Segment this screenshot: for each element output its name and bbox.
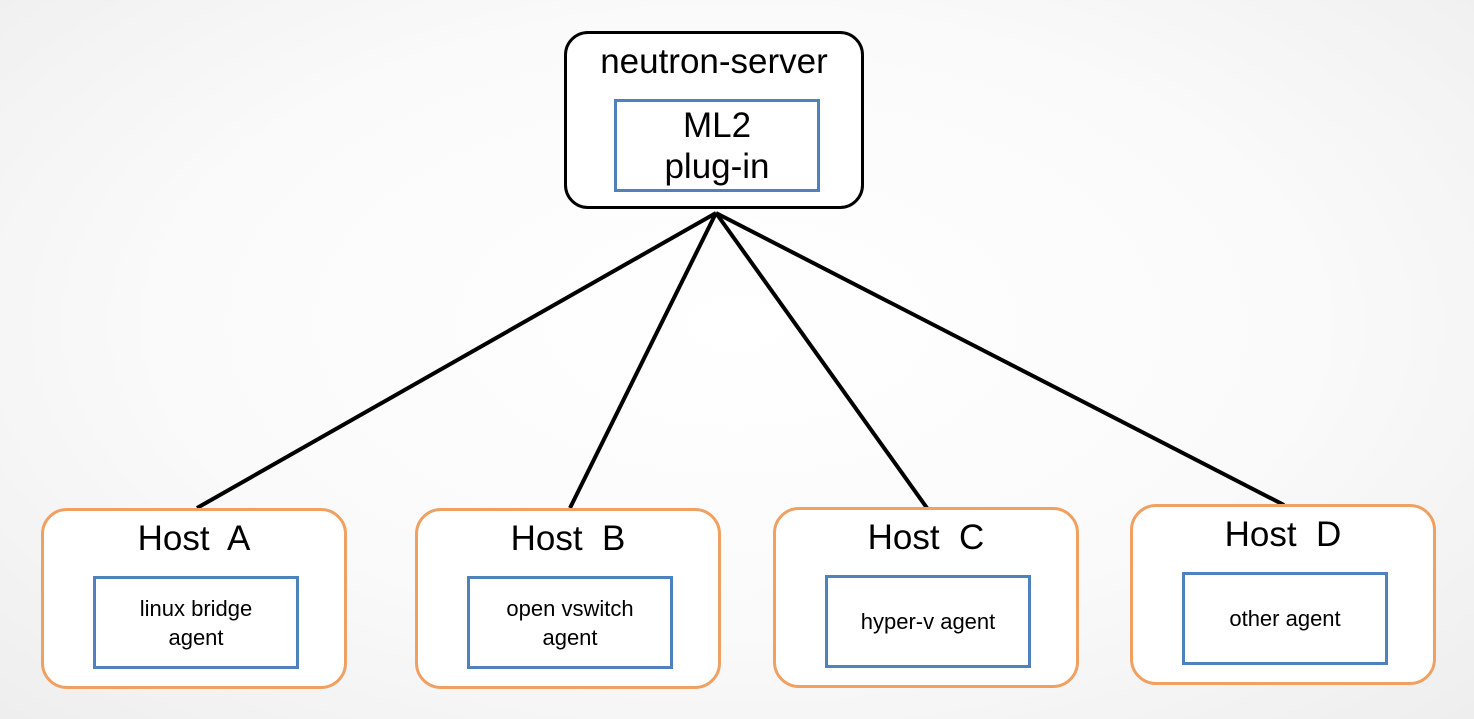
plugin-label-line2: plug-in xyxy=(664,146,770,186)
plugin-label-line1: ML2 xyxy=(682,105,752,145)
host-d-box: Host D other agent xyxy=(1130,504,1436,685)
host-a-box: Host A linux bridge agent xyxy=(41,508,347,689)
host-c-agent-line1: hyper-v agent xyxy=(860,609,996,634)
host-d-agent-box: other agent xyxy=(1182,572,1388,665)
connector-host-a xyxy=(196,211,717,510)
host-d-agent-line1: other agent xyxy=(1229,606,1341,631)
host-c-agent-box: hyper-v agent xyxy=(825,575,1031,668)
host-b-title: Host B xyxy=(510,519,626,558)
connector-host-b xyxy=(568,212,718,509)
host-c-box: Host C hyper-v agent xyxy=(773,507,1079,688)
host-a-agent-box: linux bridge agent xyxy=(93,576,299,669)
host-b-agent-line1: open vswitch xyxy=(506,595,634,621)
connector-host-c xyxy=(714,211,929,510)
host-a-title: Host A xyxy=(137,519,251,558)
host-a-agent-line2: agent xyxy=(168,624,224,650)
host-d-title: Host D xyxy=(1224,515,1342,554)
host-b-agent-box: open vswitch agent xyxy=(467,576,673,669)
ml2-plugin-box: ML2 plug-in xyxy=(614,99,820,192)
neutron-server-title: neutron-server xyxy=(600,42,828,81)
host-b-agent-line2: agent xyxy=(542,624,598,650)
neutron-server-box: neutron-server ML2 plug-in xyxy=(564,31,864,209)
host-b-box: Host B open vswitch agent xyxy=(415,508,721,689)
host-c-title: Host C xyxy=(867,518,985,557)
host-a-agent-line1: linux bridge xyxy=(139,595,253,621)
connector-host-d xyxy=(715,211,1285,507)
